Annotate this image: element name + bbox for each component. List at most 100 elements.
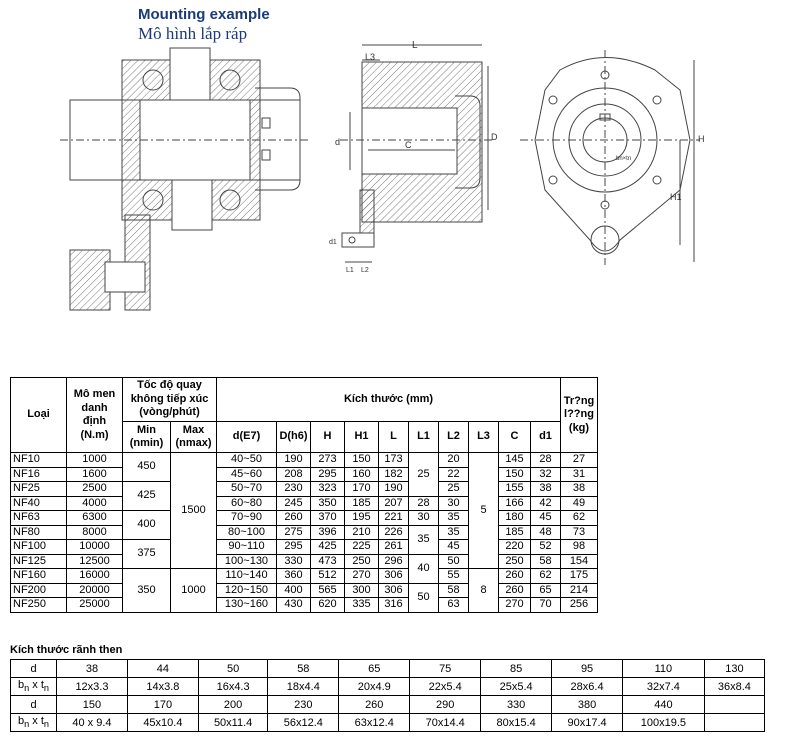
key-cell: 36x8.4 [703,677,766,696]
cell-H: 350 [310,495,345,511]
key-cell: 170 [126,695,199,714]
key-cell: 50x11.4 [197,713,269,732]
key-cell: 22x5.4 [409,677,482,696]
dim-label-C: C [405,140,412,150]
cell-D: 275 [276,524,311,540]
header-H1: H1 [344,421,379,453]
cell-D: 260 [276,510,311,526]
cell-L1: 35 [408,524,439,555]
cell-weight: 62 [560,510,598,526]
cell-weight: 49 [560,495,598,511]
cell-d: 60~80 [216,495,277,511]
cell-torque: 20000 [66,582,123,598]
dim-label-L: L [412,40,418,51]
cell-torque: 12500 [66,553,123,569]
cell-L2: 45 [438,539,469,555]
cell-d: 40~50 [216,452,277,468]
cell-C: 150 [498,466,531,482]
key-cell: 45x10.4 [126,713,199,732]
cell-d1: 58 [530,553,561,569]
dim-label-d: d [335,137,340,147]
header-dE7: d(E7) [216,421,277,453]
header-weight: Tr?ng l??ng (kg) [560,377,598,453]
cell-weight: 31 [560,466,598,482]
cell-d: 130~160 [216,597,277,613]
key-cell: 14x3.8 [126,677,199,696]
key-cell: 20x4.9 [338,677,411,696]
cell-d: 90~110 [216,539,277,555]
cell-H1: 225 [344,539,379,555]
header-max: Max(nmax) [170,421,217,453]
cell-C: 145 [498,452,531,468]
cell-L: 221 [378,510,409,526]
cell-torque: 6300 [66,510,123,526]
header-dimensions: Kích thước (mm) [216,377,561,422]
cell-L2: 35 [438,524,469,540]
cell-d: 50~70 [216,481,277,497]
cell-L2: 63 [438,597,469,613]
dim-label-L1: L1 [346,267,354,274]
cell-H: 620 [310,597,345,613]
cell-H1: 150 [344,452,379,468]
header-L3: L3 [468,421,499,453]
cell-H: 473 [310,553,345,569]
dim-label-keyway: bn×tn [616,156,631,162]
cell-D: 400 [276,582,311,598]
cell-type: NF80 [10,524,67,540]
cell-L: 316 [378,597,409,613]
cell-d1: 32 [530,466,561,482]
key-cell: 110 [622,659,705,678]
cell-L3: 5 [468,452,499,569]
cell-L1: 40 [408,553,439,584]
cell-L1: 50 [408,582,439,613]
header-L: L [378,421,409,453]
cell-d: 80~100 [216,524,277,540]
cell-H: 273 [310,452,345,468]
key-cell: 330 [480,695,553,714]
cell-weight: 175 [560,568,598,584]
cell-min-speed: 375 [122,539,171,569]
cell-D: 430 [276,597,311,613]
cell-L: 226 [378,524,409,540]
key-cell: 38 [56,659,128,678]
cell-H1: 300 [344,582,379,598]
cell-d1: 62 [530,568,561,584]
key-cell: 100x19.5 [622,713,705,732]
cell-D: 230 [276,481,311,497]
cell-H: 396 [310,524,345,540]
cell-type: NF200 [10,582,67,598]
cell-weight: 256 [560,597,598,613]
cell-H1: 170 [344,481,379,497]
header-type: Loại [10,377,67,453]
cell-L: 306 [378,582,409,598]
key-cell: 56x12.4 [267,713,340,732]
key-cell: 380 [551,695,624,714]
cell-L: 261 [378,539,409,555]
dim-label-d1: d1 [329,239,337,246]
header-d1: d1 [530,421,561,453]
cell-torque: 8000 [66,524,123,540]
cell-type: NF125 [10,553,67,569]
key-cell: 90x17.4 [551,713,624,732]
cell-D: 245 [276,495,311,511]
cell-L2: 55 [438,568,469,584]
dim-label-L3: L3 [365,52,375,62]
key-cell: 18x4.4 [267,677,340,696]
dim-label-H1: H1 [670,192,682,202]
cell-D: 208 [276,466,311,482]
cell-H1: 160 [344,466,379,482]
cell-type: NF160 [10,568,67,584]
key-cell: 440 [622,695,705,714]
cell-type: NF100 [10,539,67,555]
cell-H: 295 [310,466,345,482]
cell-d: 45~60 [216,466,277,482]
cell-H: 565 [310,582,345,598]
dim-label-H: H [698,134,705,144]
cell-d1: 65 [530,582,561,598]
cell-type: NF40 [10,495,67,511]
